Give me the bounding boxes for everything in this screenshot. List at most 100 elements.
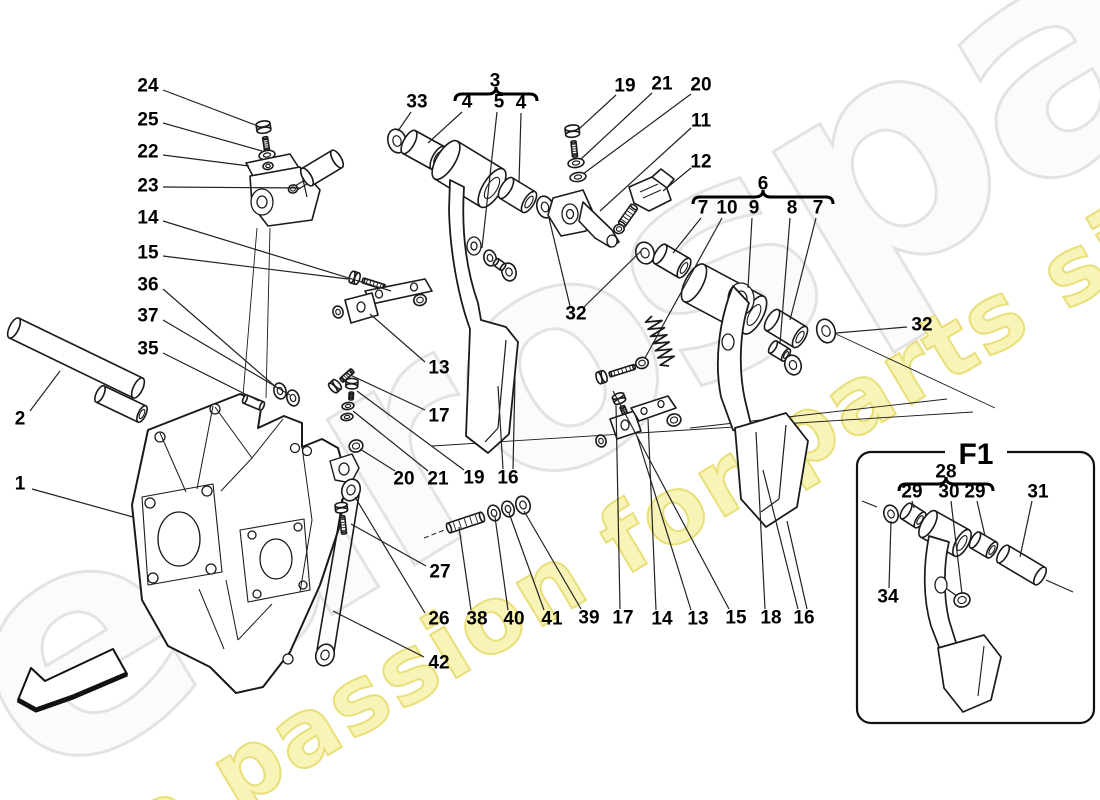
nut-bore bbox=[351, 442, 361, 450]
cylinder-edge bbox=[95, 401, 139, 423]
cylinder-edge bbox=[970, 547, 988, 559]
part-outline bbox=[734, 412, 809, 528]
cylinder-edge bbox=[266, 137, 271, 150]
part-label-35: 35 bbox=[137, 339, 159, 360]
washer-bore bbox=[289, 393, 297, 403]
detail-hole bbox=[374, 289, 384, 299]
leader-line-38 bbox=[458, 526, 472, 611]
cylinder-edge bbox=[618, 204, 632, 223]
cylinder-edge bbox=[776, 340, 791, 350]
cylinder-end bbox=[329, 149, 345, 169]
part-label-25: 25 bbox=[137, 110, 159, 131]
cylinder-end bbox=[344, 383, 359, 390]
washer-bore bbox=[640, 247, 650, 259]
exploded-parts-drawing bbox=[6, 120, 1074, 713]
washer-bore bbox=[821, 325, 831, 337]
cylinder-end bbox=[499, 262, 507, 272]
part-label-20-mid: 20 bbox=[393, 469, 414, 490]
detail-line bbox=[159, 432, 187, 493]
thread-mark bbox=[621, 218, 627, 224]
washer-bore bbox=[265, 163, 271, 169]
part-label-31: 31 bbox=[1027, 482, 1049, 503]
cylinder-end bbox=[899, 502, 913, 520]
detail-hole bbox=[721, 333, 735, 351]
cylinder-edge bbox=[979, 531, 997, 543]
detail-line bbox=[301, 446, 313, 521]
detail-hole bbox=[640, 406, 648, 416]
cylinder-end bbox=[571, 154, 579, 158]
part-label-27: 27 bbox=[429, 562, 450, 583]
washer-bore bbox=[343, 414, 351, 420]
leader-line-19-mid bbox=[356, 390, 465, 471]
cylinder-bore bbox=[988, 545, 996, 555]
cylinder-bore bbox=[783, 351, 789, 359]
detail-line bbox=[299, 519, 313, 593]
part-label-21-mid: 21 bbox=[427, 469, 449, 490]
detail-hole bbox=[256, 195, 268, 209]
part-label-13-bottom: 13 bbox=[687, 609, 708, 630]
washer-bore bbox=[320, 649, 330, 661]
leader-line-32-left bbox=[547, 213, 571, 307]
part-label-2: 2 bbox=[15, 409, 26, 430]
cylinder-body bbox=[243, 394, 264, 411]
cylinder-edge bbox=[103, 385, 147, 407]
group-bracket-6 bbox=[691, 189, 835, 205]
group-label-28: 28 bbox=[935, 462, 956, 483]
leader-line-29-left bbox=[911, 500, 915, 509]
cylinder-end bbox=[613, 396, 627, 406]
detail-hole bbox=[338, 462, 350, 476]
leader-line-17-mid bbox=[345, 372, 426, 411]
part-label-7-left: 7 bbox=[698, 198, 709, 219]
leader-line-42 bbox=[332, 610, 425, 658]
leader-line-30 bbox=[950, 500, 963, 595]
washer-bore bbox=[887, 509, 895, 519]
leader-line-16-left bbox=[497, 385, 504, 470]
washer-bore bbox=[344, 403, 352, 409]
cylinder-end bbox=[256, 126, 272, 135]
thread-mark bbox=[469, 516, 473, 525]
cylinder-edge bbox=[499, 197, 524, 213]
leader-line-17-bottom bbox=[615, 403, 621, 610]
part-label-15-left: 15 bbox=[137, 243, 159, 264]
cylinder-end bbox=[431, 139, 461, 181]
leader-line-9 bbox=[747, 217, 753, 289]
detail-hole bbox=[565, 208, 575, 220]
cylinder-edge bbox=[8, 337, 134, 399]
thread-mark bbox=[343, 375, 347, 379]
part-label-5: 5 bbox=[494, 92, 505, 113]
cylinder-end bbox=[339, 377, 345, 383]
thread-mark bbox=[452, 522, 457, 531]
leader-line-4-left bbox=[427, 111, 463, 144]
part-label-4-left: 4 bbox=[462, 92, 473, 113]
cylinder-edge bbox=[703, 263, 765, 298]
thread-mark bbox=[264, 143, 269, 145]
cylinder-end bbox=[995, 544, 1011, 564]
detail-line bbox=[198, 588, 225, 650]
nut-bore bbox=[416, 296, 424, 304]
cylinder-edge bbox=[450, 520, 484, 534]
cylinder-end bbox=[445, 522, 453, 534]
f1-inset-label-gap bbox=[945, 438, 1007, 466]
detail-hole bbox=[356, 301, 366, 313]
detail-line bbox=[220, 457, 253, 492]
leader-line-20-top bbox=[582, 93, 692, 175]
cylinder-edge bbox=[339, 368, 351, 379]
part-outline bbox=[448, 179, 519, 454]
cylinder-end bbox=[94, 384, 106, 404]
detail-line bbox=[946, 588, 958, 597]
cylinder-end bbox=[338, 515, 346, 519]
part-label-24: 24 bbox=[137, 76, 159, 97]
cylinder-bore bbox=[679, 262, 689, 274]
part-label-22: 22 bbox=[137, 142, 158, 163]
detail-hole bbox=[144, 497, 156, 509]
leader-line-13-bottom bbox=[636, 435, 692, 611]
cylinder-edge bbox=[402, 152, 433, 171]
cylinder-end bbox=[629, 203, 639, 211]
cylinder-end bbox=[492, 257, 500, 267]
detail-line bbox=[214, 406, 253, 459]
detail-hole bbox=[205, 563, 217, 575]
cylinder-end bbox=[130, 377, 146, 399]
part-label-40: 40 bbox=[503, 609, 524, 630]
detail-hole bbox=[252, 589, 262, 599]
